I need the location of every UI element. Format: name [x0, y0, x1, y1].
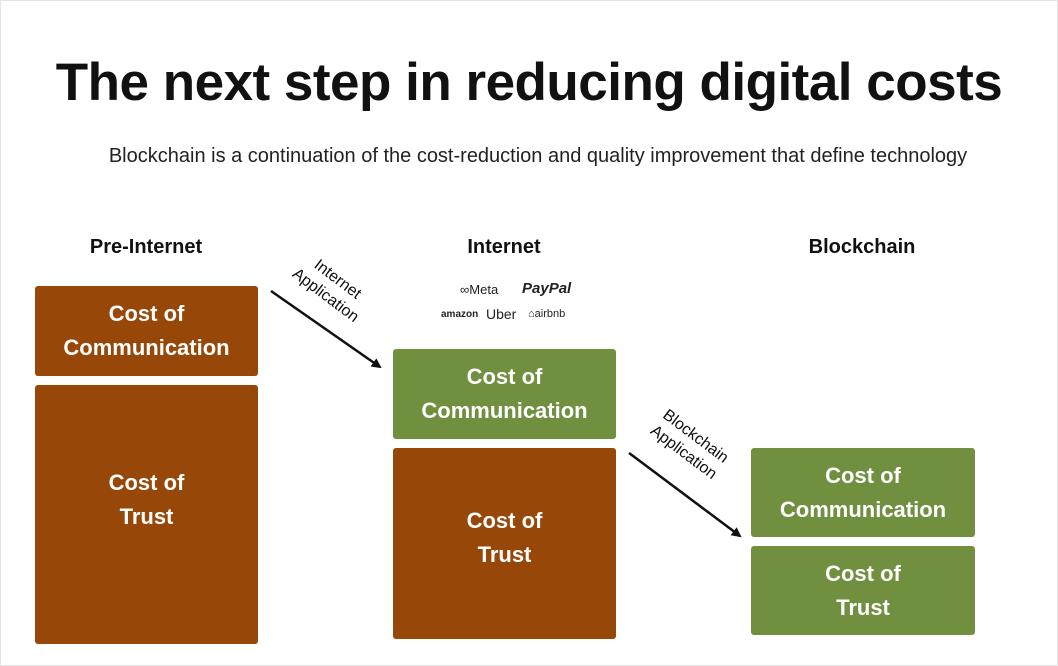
- paypal-logo: PayPal: [522, 280, 572, 297]
- pre-internet-heading: Pre-Internet: [89, 236, 203, 258]
- internet-company-logos: ∞Meta PayPal amazon Uber ⌂airbnb: [438, 278, 583, 328]
- meta-logo: ∞Meta: [460, 282, 499, 297]
- box-label-line: Communication: [421, 398, 588, 423]
- box-label-line: Trust: [119, 503, 174, 529]
- box-label-line: Communication: [63, 335, 230, 360]
- blockchain-trust-box: Cost of Trust: [751, 546, 975, 635]
- uber-logo: Uber: [486, 306, 517, 322]
- internet-heading: Internet: [467, 236, 541, 258]
- box-label-line: Communication: [779, 496, 947, 522]
- internet-communication-box: Cost of Communication: [393, 349, 616, 439]
- internet-application-arrow: [270, 289, 382, 369]
- box-label-line: Cost of: [825, 560, 901, 586]
- blockchain-heading: Blockchain: [808, 236, 916, 258]
- slide-title: The next step in reducing digital costs: [55, 53, 1003, 112]
- box-label-line: Trust: [836, 594, 890, 620]
- box-label-line: Trust: [477, 541, 532, 567]
- amazon-logo: amazon: [441, 309, 479, 320]
- box-label-line: Cost of: [825, 462, 901, 488]
- pre-internet-trust-box: Cost of Trust: [35, 385, 258, 644]
- pre-internet-communication-box: Cost of Communication: [35, 286, 258, 376]
- box-label-line: Cost of: [108, 301, 185, 326]
- blockchain-communication-box: Cost of Communication: [751, 448, 975, 537]
- internet-trust-box: Cost of Trust: [393, 448, 616, 639]
- box-label-line: Cost of: [466, 364, 543, 389]
- airbnb-logo-text: airbnb: [534, 308, 566, 320]
- slide-subtitle: Blockchain is a continuation of the cost…: [108, 145, 968, 167]
- box-label-line: Cost of: [108, 469, 185, 495]
- box-label-line: Cost of: [466, 507, 543, 533]
- blockchain-application-arrow: [628, 451, 742, 538]
- airbnb-logo: ⌂airbnb: [528, 308, 566, 320]
